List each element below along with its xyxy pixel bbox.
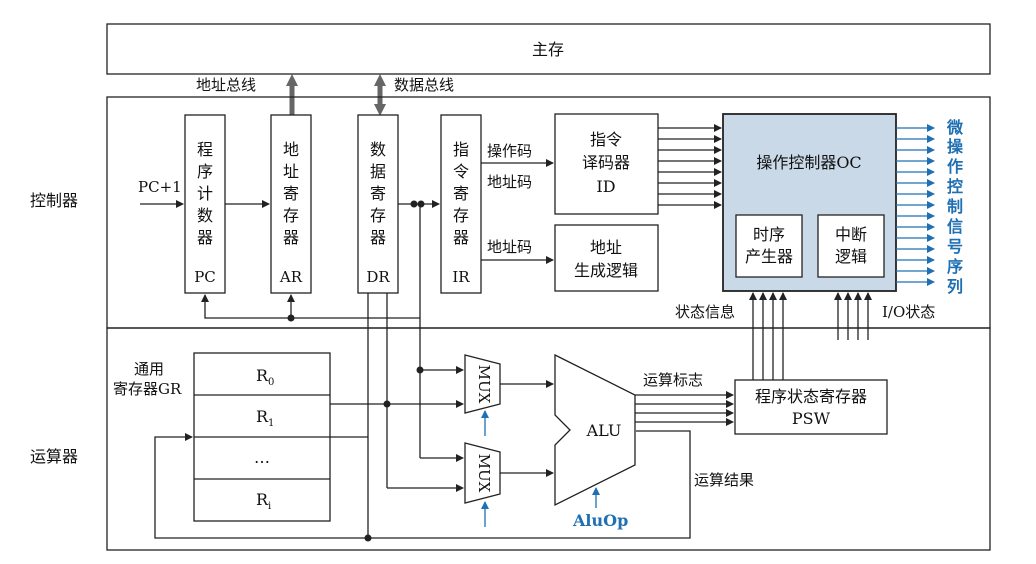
instruction-decoder: 指令 译码器 ID (554, 113, 659, 215)
svg-text:PSW: PSW (792, 409, 831, 428)
svg-text:中断: 中断 (835, 225, 867, 244)
data-bus-label: 数据总线 (394, 76, 454, 94)
ar-register: 地 址 寄 存 器 AR (270, 114, 312, 294)
gr-row-i: R (256, 490, 269, 509)
svg-text:IR: IR (452, 268, 470, 286)
ir-register: 指 令 寄 存 器 IR (440, 114, 482, 294)
alu-section-frame (106, 327, 991, 551)
opcode-label: 操作码 (487, 142, 532, 160)
result-feedback-loop (154, 430, 691, 539)
svg-text:制: 制 (947, 197, 963, 216)
svg-text:号: 号 (947, 237, 963, 256)
gr-row-1: R (256, 407, 269, 426)
svg-text:ALU: ALU (586, 421, 622, 440)
svg-text:微: 微 (946, 118, 964, 137)
mux-2: MUX (464, 442, 501, 504)
gr-label-1: 通用 (134, 360, 164, 378)
alu-section-label: 运算器 (30, 447, 78, 466)
svg-text:器: 器 (453, 228, 469, 247)
svg-text:AR: AR (279, 268, 303, 286)
svg-text:序: 序 (197, 162, 213, 181)
gr-row-2: … (254, 448, 270, 467)
feedback-to-pc (201, 294, 420, 319)
svg-text:控: 控 (947, 177, 963, 196)
io-status-label: I/O状态 (882, 303, 935, 321)
main-memory-label: 主存 (532, 40, 564, 59)
svg-text:寄: 寄 (370, 184, 386, 203)
svg-text:0: 0 (268, 377, 274, 388)
svg-text:ID: ID (596, 177, 615, 196)
svg-text:数: 数 (370, 140, 386, 159)
micro-signal-label: 微 操 作 控 制 信 号 序 列 (946, 118, 964, 296)
svg-text:数: 数 (197, 206, 213, 225)
status-info-label: 状态信息 (675, 303, 735, 321)
svg-text:址: 址 (283, 162, 299, 181)
gr-label-2: 寄存器GR (113, 380, 182, 398)
svg-text:寄: 寄 (283, 184, 299, 203)
pc-plus1-label: PC+1 (138, 178, 182, 196)
addr-code-label-1: 地址码 (487, 173, 532, 191)
svg-text:存: 存 (370, 206, 386, 225)
svg-text:令: 令 (453, 162, 469, 181)
svg-text:产生器: 产生器 (745, 247, 793, 266)
op-result-label: 运算结果 (694, 471, 754, 489)
svg-text:指: 指 (453, 140, 469, 159)
svg-text:程: 程 (197, 140, 213, 159)
addr-code-label-2: 地址码 (487, 238, 532, 256)
svg-text:地址: 地址 (590, 238, 622, 257)
svg-text:计: 计 (197, 184, 213, 203)
aluop-label: AluOp (572, 511, 628, 530)
svg-text:i: i (268, 501, 271, 512)
operation-controller-oc: 操作控制器OC 时序 产生器 中断 逻辑 (722, 113, 897, 292)
svg-text:生成逻辑: 生成逻辑 (574, 261, 638, 280)
svg-text:存: 存 (453, 206, 469, 225)
psw-register: 程序状态寄存器 PSW (734, 379, 888, 435)
svg-text:程序状态寄存器: 程序状态寄存器 (755, 387, 867, 406)
svg-text:序: 序 (947, 257, 963, 276)
svg-text:操作控制器OC: 操作控制器OC (756, 153, 861, 172)
op-flags-label: 运算标志 (643, 371, 703, 389)
svg-text:信: 信 (947, 217, 963, 236)
svg-text:器: 器 (370, 228, 386, 247)
decoder-to-oc-arrows (658, 124, 722, 209)
svg-text:PC: PC (194, 268, 216, 286)
svg-text:器: 器 (197, 228, 213, 247)
general-registers: R 0 R 1 … R i (193, 352, 331, 522)
gr-row-0: R (256, 366, 269, 385)
flags-arrows (635, 391, 734, 426)
svg-text:寄: 寄 (453, 184, 469, 203)
svg-text:存: 存 (283, 206, 299, 225)
svg-text:DR: DR (366, 268, 390, 286)
address-gen-logic: 地址 生成逻辑 (554, 224, 659, 292)
svg-text:逻辑: 逻辑 (835, 247, 867, 266)
dr-register: 数 据 寄 存 器 DR (357, 114, 399, 294)
controller-label: 控制器 (30, 191, 78, 210)
svg-text:器: 器 (283, 228, 299, 247)
io-status-arrows (834, 292, 872, 340)
svg-text:译码器: 译码器 (582, 153, 630, 172)
svg-text:据: 据 (370, 162, 386, 181)
svg-text:作: 作 (947, 157, 963, 176)
svg-text:1: 1 (268, 418, 274, 429)
pc-register: 程 序 计 数 器 PC (184, 114, 226, 294)
main-memory-box (106, 23, 991, 75)
svg-text:MUX: MUX (475, 454, 493, 493)
address-bus-label: 地址总线 (196, 76, 256, 94)
svg-text:指令: 指令 (590, 130, 622, 149)
svg-text:地: 地 (283, 140, 299, 159)
svg-text:操: 操 (947, 137, 964, 156)
micro-signal-arrows (896, 124, 935, 286)
status-info-arrows (749, 292, 787, 380)
svg-text:MUX: MUX (475, 365, 493, 404)
alu: ALU (554, 353, 636, 507)
mux-1: MUX (464, 354, 501, 414)
svg-text:时序: 时序 (753, 225, 785, 244)
svg-text:列: 列 (947, 277, 963, 296)
